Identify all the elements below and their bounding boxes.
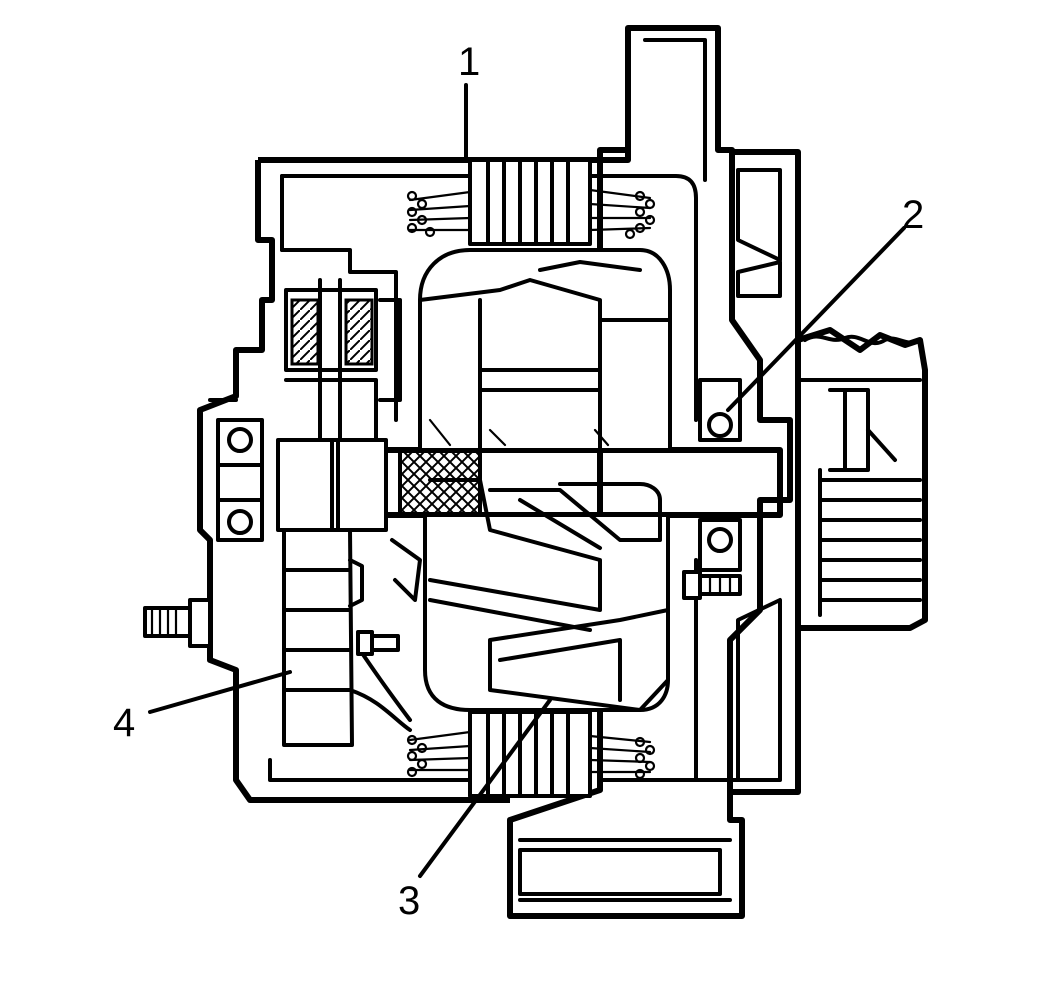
rotor-upper-poles: [418, 248, 672, 452]
cooling-fan: [732, 149, 801, 795]
housing: [197, 28, 698, 803]
callout-2-label: 2: [902, 193, 924, 237]
rotor-lower-poles: [423, 478, 670, 712]
callout-leaders: [148, 83, 906, 878]
bolt-right: [682, 570, 742, 600]
output-terminal-stud: [143, 598, 212, 648]
stator-top: [406, 158, 656, 246]
bolt-center: [356, 630, 400, 656]
brush-holder: [276, 248, 402, 532]
callout-3-label: 3: [398, 879, 420, 923]
leader-4: [148, 670, 292, 714]
leader-3: [418, 698, 552, 878]
rectifier-bridge: [282, 528, 422, 747]
callout-1-label: 1: [458, 40, 480, 84]
callout-4-label: 4: [113, 701, 135, 745]
drive-end-bearing: [698, 378, 742, 572]
slip-ring-end-bearing: [216, 418, 264, 542]
pulley: [797, 327, 928, 631]
leader-2: [726, 226, 906, 412]
